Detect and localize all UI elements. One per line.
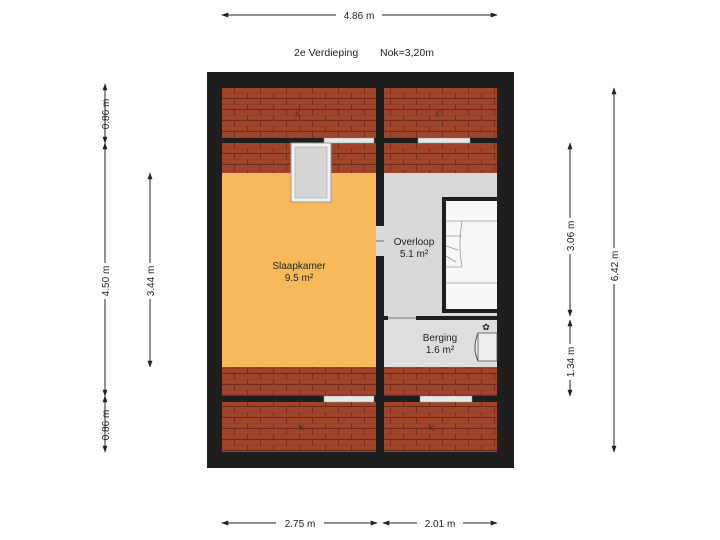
svg-text:2.75 m: 2.75 m xyxy=(285,519,316,530)
skylight xyxy=(290,142,332,203)
dimension-right-lower: 1.34 m xyxy=(566,319,577,397)
knee-wall-mark: K xyxy=(299,423,305,433)
svg-text:4.50 m: 4.50 m xyxy=(101,266,112,297)
svg-text:1.34 m: 1.34 m xyxy=(566,347,577,378)
dimension-top: 4.86 m xyxy=(221,11,498,22)
dimension-left-middle: 4.50 m xyxy=(101,142,112,397)
knee-wall-mark: K xyxy=(295,109,301,119)
floor-label: 2e Verdieping xyxy=(294,47,358,59)
dimension-left-top: 0.86 m xyxy=(101,83,112,144)
dimension-bottom-left: 2.75 m xyxy=(221,519,378,530)
svg-text:✿: ✿ xyxy=(482,322,490,332)
roof-tiles-upper-right xyxy=(384,143,497,173)
svg-text:2.01 m: 2.01 m xyxy=(425,519,456,530)
dimension-inner-left: 3.44 m xyxy=(146,172,157,368)
roof-tiles-top-left xyxy=(222,88,376,138)
room-slaapkamer xyxy=(222,173,376,367)
roof-window-top-left xyxy=(323,137,375,144)
room-name-slaapkamer: Slaapkamer xyxy=(272,261,326,272)
roof-tiles-bottom-left xyxy=(222,402,376,452)
dimension-left-bottom: 0.86 m xyxy=(101,395,112,453)
roof-tiles-top-right xyxy=(384,88,497,138)
staircase xyxy=(442,197,497,313)
room-name-berging: Berging xyxy=(423,333,457,344)
roof-tiles-bottom-right xyxy=(384,402,497,452)
room-area-overloop: 5.1 m² xyxy=(400,249,429,260)
interior-wall xyxy=(376,173,384,367)
knee-wall-mark: K xyxy=(429,423,435,433)
svg-text:6.42 m: 6.42 m xyxy=(610,251,621,282)
svg-text:4.86 m: 4.86 m xyxy=(344,11,375,22)
ridge-height-label: Nok=3,20m xyxy=(380,47,434,59)
roof-window-top-right xyxy=(417,137,471,144)
roof-window-bottom-left xyxy=(323,395,375,403)
roof-tiles-lower-left xyxy=(222,367,376,396)
room-name-overloop: Overloop xyxy=(394,237,435,248)
svg-text:0.86 m: 0.86 m xyxy=(101,99,112,130)
knee-wall-mark: K xyxy=(435,109,441,119)
roof-tiles-lower-right xyxy=(384,367,497,396)
room-area-slaapkamer: 9.5 m² xyxy=(285,273,314,284)
svg-text:0.86 m: 0.86 m xyxy=(101,410,112,441)
berging-wall xyxy=(384,316,497,320)
room-area-berging: 1.6 m² xyxy=(426,345,455,356)
dimension-bottom-right: 2.01 m xyxy=(382,519,498,530)
svg-text:3.44 m: 3.44 m xyxy=(146,266,157,297)
water-heater: ✿ xyxy=(474,322,498,362)
dimension-right-upper: 3.06 m xyxy=(566,142,577,317)
dimension-right-total: 6.42 m xyxy=(610,87,621,453)
svg-text:3.06 m: 3.06 m xyxy=(566,221,577,252)
roof-window-bottom-right xyxy=(419,395,473,403)
